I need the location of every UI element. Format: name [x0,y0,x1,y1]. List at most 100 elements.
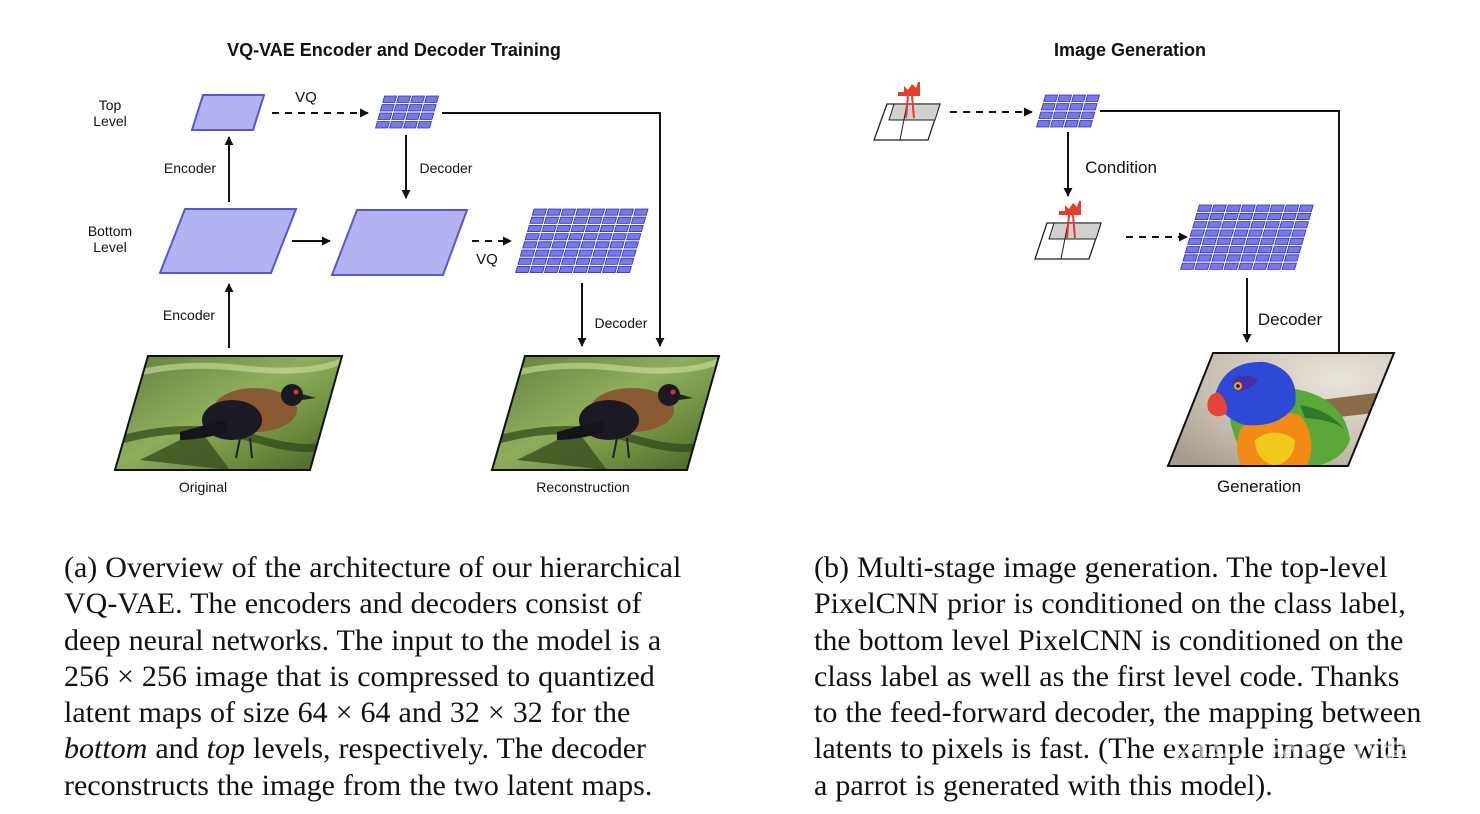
code-cell [546,208,562,216]
code-cell [1245,237,1261,245]
code-cell [421,104,437,112]
code-cell [606,249,623,257]
code-cell [1182,254,1198,262]
code-cell [1262,229,1278,237]
code-cell [544,265,560,274]
code-cell [541,224,557,233]
code-cell [1209,262,1225,270]
original-image [113,355,344,471]
code-cell [1250,221,1266,229]
watermark: 知乎 @小小将 [1166,732,1419,778]
code-cell [1225,204,1242,212]
code-cell [1192,221,1208,229]
code-cell [1254,254,1271,262]
bottom-level-label-line1: Bottom [88,223,132,239]
top-prior-icon [873,82,941,141]
code-cell [529,216,545,224]
top-level-label-line1: Top [99,97,122,113]
caption-b: (b) Multi-stage image generation. The to… [814,550,1466,804]
code-cell [379,104,395,112]
code-cell [1066,111,1082,119]
code-cell [601,216,618,224]
code-cell [1211,254,1227,262]
code-cell [1078,120,1093,128]
code-cell [1238,262,1254,270]
code-cell [1264,221,1280,229]
code-cell [417,121,432,129]
code-cell [534,249,550,257]
caption-a-line: bottom and top levels, respectively. The… [64,731,716,767]
code-cell [587,265,603,274]
code-cell [1257,246,1273,254]
reconstruction-label: Reconstruction [536,479,629,495]
code-cell [1211,204,1227,212]
code-cell [1295,212,1312,221]
code-cell [626,233,642,241]
caption-a-emphasis-bottom: bottom [64,732,148,766]
code-cell [1082,103,1098,111]
code-cell [375,121,390,129]
code-cell [573,265,589,274]
code-cell [1259,237,1276,245]
code-cell [1266,212,1283,221]
code-cell [560,257,577,265]
code-cell [1213,246,1230,254]
code-cell [572,216,589,224]
code-cell [522,241,538,249]
original-label: Original [179,479,227,495]
code-cell [589,257,606,265]
generated-parrot-image [1166,352,1396,467]
code-cell [1240,254,1256,262]
code-cell [1196,204,1213,212]
caption-a-line: 256 × 256 image that is compressed to qu… [64,659,655,693]
generation-decoder-label: Decoder [1258,310,1323,329]
code-cell [1252,262,1268,270]
code-cell [377,112,393,120]
code-cell [1240,204,1256,212]
code-cell [575,257,591,265]
code-cell [1225,254,1242,262]
code-cell [1064,120,1079,128]
code-cell [1218,229,1235,237]
code-cell [531,257,548,265]
bottom-level-label-line2: Level [93,239,126,255]
code-cell [1223,212,1239,221]
code-cell [1274,237,1290,245]
code-cell [1223,262,1239,270]
code-cell [1233,229,1249,237]
code-cell [1038,111,1054,119]
code-cell [524,233,540,241]
code-cell [1206,221,1222,229]
code-cell [1228,246,1244,254]
reconstruction-image [490,355,721,471]
code-cell [1281,212,1297,221]
code-cell [553,233,569,241]
code-cell [555,224,572,233]
condition-label: Condition [1085,158,1157,177]
code-cell [1194,262,1210,270]
code-cell [1298,204,1314,212]
code-cell [531,208,548,216]
caption-b-line: a parrot is generated with this model). [814,768,1273,802]
caption-a-line: latent maps of size 64 × 64 and 32 × 32 … [64,696,631,730]
code-cell [1286,246,1302,254]
code-cell [613,224,630,233]
code-cell [526,224,543,233]
code-cell [1235,221,1251,229]
caption-a-line: VQ-VAE. The encoders and decoders consis… [64,587,642,621]
code-cell [1288,237,1305,245]
code-cell [1252,212,1268,221]
vq-top-label: VQ [295,89,317,106]
caption-a-line: deep neural networks. The input to the m… [64,623,662,657]
encoder-upper-label: Encoder [164,160,216,176]
code-cell [580,241,596,249]
encoder-lower-label: Encoder [163,307,215,323]
code-cell [587,216,603,224]
code-cell [609,241,625,249]
code-cell [1276,229,1293,237]
code-cell [560,208,577,216]
code-cell [594,241,611,249]
code-cell [1085,94,1101,102]
code-cell [1199,246,1215,254]
